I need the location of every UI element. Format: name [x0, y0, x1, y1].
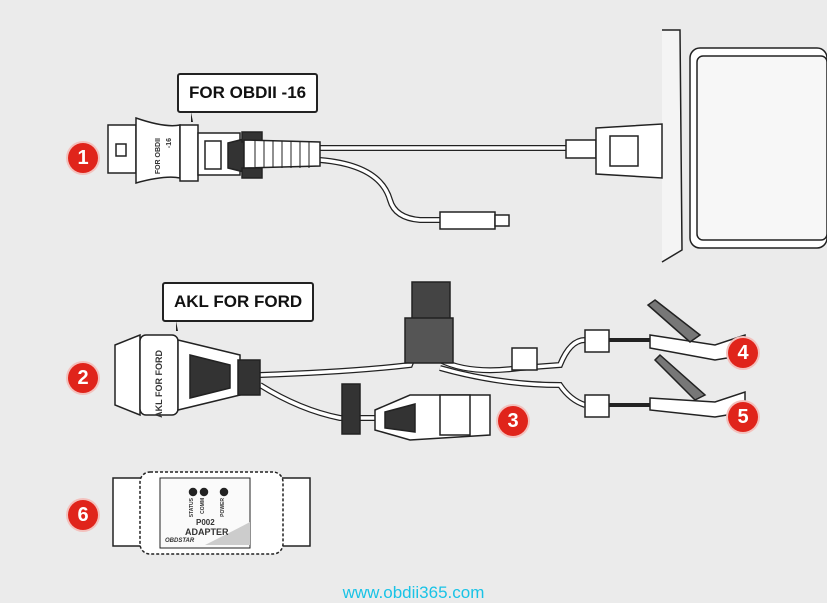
badge-2: 2 [68, 363, 98, 393]
connector-label: FOR OBDII [155, 138, 162, 175]
watermark: www.obdii365.com [342, 583, 485, 602]
obd16-cable [107, 116, 663, 230]
p002-adapter-body [112, 471, 311, 555]
badge-5: 5 [728, 402, 758, 432]
adapter-model: P002 [196, 518, 215, 527]
callout-akl-ford: AKL FOR FORD [162, 282, 315, 331]
badge-4: 4 [728, 338, 758, 368]
ford-connector-label: AKL FOR FORD [154, 350, 164, 418]
badge-6: 6 [68, 500, 98, 530]
led-label-power: POWER [220, 498, 226, 517]
ford-akl-cable [114, 281, 746, 441]
led-label-status: STATUS [189, 498, 195, 518]
adapter-name: ADAPTER [185, 527, 229, 537]
adapter-brand-logo: OBDSTAR [165, 538, 195, 544]
tablet-device [661, 29, 827, 263]
connector-sublabel: -16 [166, 138, 173, 149]
led-label-comm: COMM [200, 498, 206, 514]
callout-obd16: FOR OBDII -16 [177, 73, 319, 122]
badge-3: 3 [498, 406, 528, 436]
badge-1: 1 [68, 143, 98, 173]
